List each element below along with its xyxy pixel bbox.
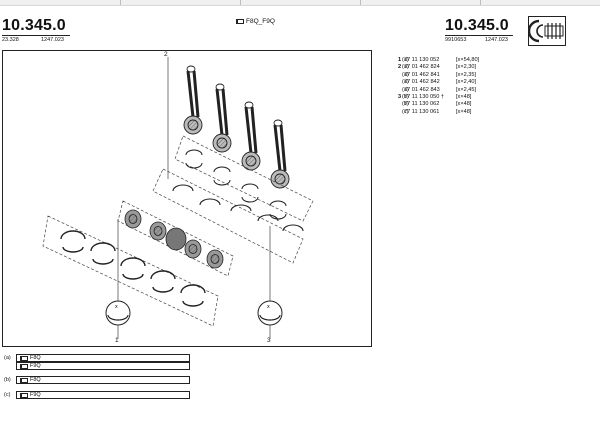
callout-3: 3 <box>267 337 271 344</box>
application-c: (c) F9Q <box>4 391 194 399</box>
engine-icon <box>20 392 28 398</box>
strip-divider <box>480 0 481 5</box>
engine-code: F9Q <box>20 363 41 369</box>
engine-code-text: F9Q <box>30 363 41 369</box>
parts-list-row: 77 01 462 842 [x×2,40] (a) <box>398 79 482 86</box>
application-tag: (c) <box>4 392 11 398</box>
page-code-right: 10.345.0 <box>445 17 509 34</box>
part-reference: 77 11 130 062 <box>404 101 440 108</box>
engine-icon <box>236 19 244 24</box>
engine-icon <box>20 363 28 369</box>
size-marker-1: x <box>115 304 118 310</box>
strip-divider <box>120 0 121 5</box>
engine-title-text: F8Q_F9Q <box>246 18 275 25</box>
window-top-strip <box>0 0 600 6</box>
crankshaft-bearings-illustration <box>42 57 314 339</box>
part-application: (a) <box>402 86 409 93</box>
engine-code-text: F8Q <box>30 355 41 361</box>
sheet-number-left: 23.328 <box>2 37 19 43</box>
header-rule-right <box>445 35 513 36</box>
header-rule-left <box>2 35 70 36</box>
application-tag: (b) <box>4 377 11 383</box>
part-application: (b) <box>402 94 409 101</box>
engine-code: F9Q <box>20 392 41 398</box>
application-tag: (a) <box>4 355 11 361</box>
part-dimension: [x×2,30] <box>456 64 477 71</box>
part-dimension: [x×48] <box>456 94 472 101</box>
part-dimension: [x×54,80] <box>456 57 480 63</box>
application-b: (b) F8Q <box>4 376 194 384</box>
part-application: (a) <box>402 71 409 78</box>
part-number: 3 <box>398 94 402 101</box>
part-number: 1 <box>398 57 402 63</box>
exploded-parts-diagram: 2 1 3 x x <box>2 50 372 347</box>
engine-code-text: F9Q <box>30 392 41 398</box>
part-dimension: [x×48] <box>456 108 472 115</box>
engine-code: F8Q <box>20 377 41 383</box>
application-a: (a) F8Q F9Q <box>4 354 194 370</box>
parts-list-row: 77 11 130 062 [x×48] (b) <box>398 101 482 108</box>
part-number: 2 <box>398 64 402 71</box>
size-marker-3: x <box>267 304 270 310</box>
engine-crankshaft-logo-icon <box>527 16 566 46</box>
part-application: (b) <box>402 101 409 108</box>
strip-divider <box>360 0 361 5</box>
part-dimension: [x×48] <box>456 101 472 108</box>
part-application: (a) <box>402 79 409 86</box>
part-reference: 77 11 130 050 † <box>404 94 445 101</box>
part-reference: 77 01 462 824 <box>404 64 440 71</box>
application-box <box>16 376 190 384</box>
part-reference: 77 01 462 842 <box>404 79 440 86</box>
callout-1: 1 <box>115 337 119 344</box>
parts-list-row: 77 01 462 843 [x×2,45] (a) <box>398 87 482 94</box>
parts-list-row: 77 01 462 841 [x×2,35] (a) <box>398 72 482 79</box>
part-dimension: [x×2,45] <box>456 86 477 93</box>
engine-title: F8Q_F9Q <box>236 18 275 25</box>
engine-icon <box>20 355 28 361</box>
doc-number-right: 1247.023 <box>485 37 508 43</box>
application-box <box>16 362 190 370</box>
sheet-number-right: 9910653 <box>445 37 467 43</box>
page-code-left: 10.345.0 <box>2 17 66 34</box>
parts-list-row: 77 11 130 061 [x×48] (c) <box>398 109 482 116</box>
engine-icon <box>20 377 28 383</box>
application-box <box>16 354 190 362</box>
strip-divider <box>240 0 241 5</box>
part-application: (a) <box>402 64 409 71</box>
part-application: (c) <box>402 108 409 115</box>
callout-2: 2 <box>164 51 168 58</box>
engine-code-text: F8Q <box>30 377 41 383</box>
part-reference: 77 11 130 061 <box>404 108 440 115</box>
part-dimension: [x×2,40] <box>456 79 477 86</box>
application-box <box>16 391 190 399</box>
part-reference: 77 11 130 052 <box>404 57 440 63</box>
engine-code: F8Q <box>20 355 41 361</box>
part-reference: 77 01 462 843 <box>404 86 440 93</box>
doc-number-left: 1247.023 <box>41 37 64 43</box>
part-reference: 77 01 462 841 <box>404 71 440 78</box>
part-dimension: [x×2,35] <box>456 71 477 78</box>
part-application: (a) <box>402 57 409 63</box>
